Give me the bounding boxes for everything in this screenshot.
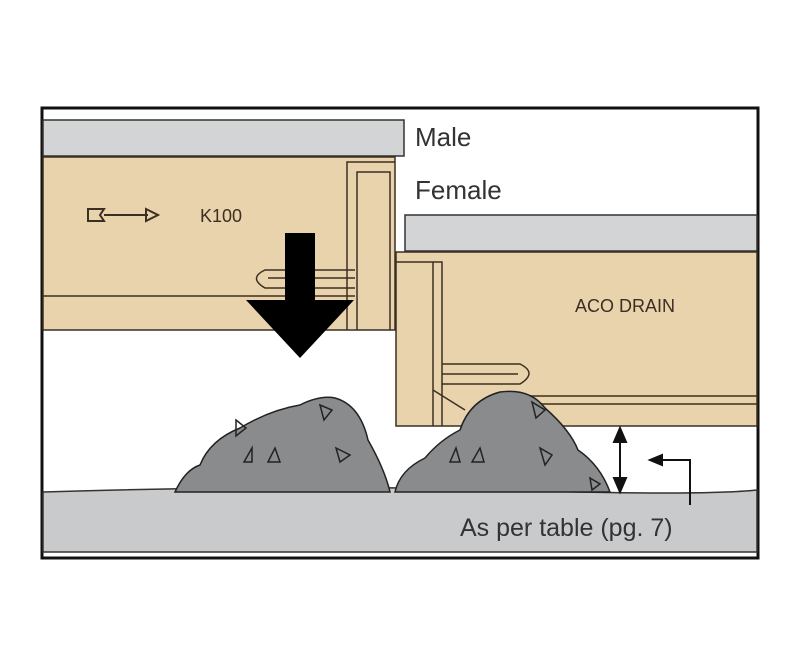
aco-hook	[442, 363, 530, 385]
clearance-note: As per table (pg. 7)	[460, 514, 673, 542]
female-label: Female	[415, 175, 502, 205]
aco-drain-label: ACO DRAIN	[575, 296, 675, 316]
k100-label: K100	[200, 206, 242, 226]
aco-channel	[395, 251, 758, 427]
aco-grate-band	[404, 214, 758, 252]
rock-pile-left	[173, 396, 391, 493]
note-leader-arrow-icon	[647, 453, 691, 505]
aco-female-joint	[396, 261, 466, 426]
male-label: Male	[415, 122, 471, 152]
flow-direction-arrow-icon	[87, 207, 161, 223]
k100-grate-band	[42, 119, 405, 157]
k100-male-joint	[346, 161, 395, 330]
aggregate-marks	[235, 400, 602, 492]
clearance-dimension-arrow-icon	[612, 425, 628, 495]
rock-pile-right	[394, 390, 612, 493]
downward-force-arrow-icon	[246, 233, 354, 358]
